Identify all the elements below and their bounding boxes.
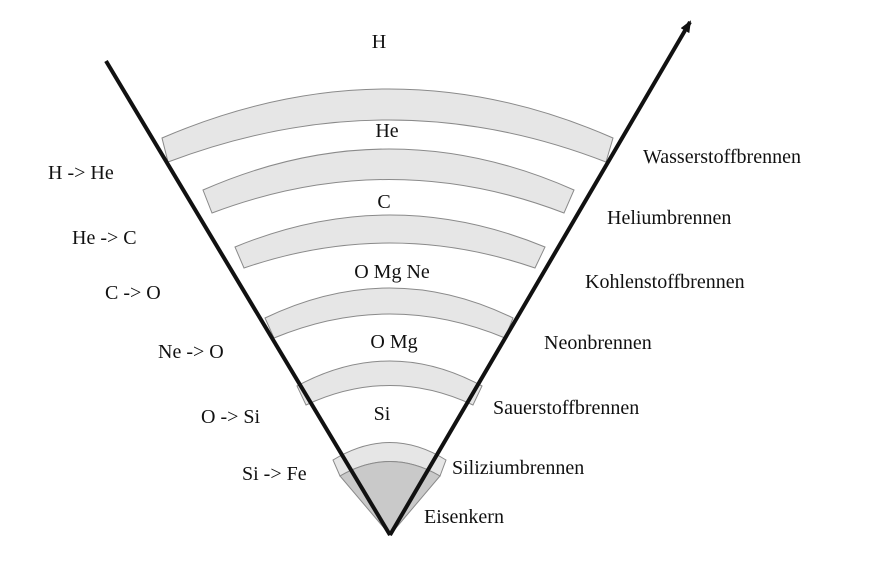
element-label-si: Si: [373, 403, 391, 425]
reaction-label-h-he: H -> He: [48, 162, 114, 184]
reaction-label-o-si: O -> Si: [201, 406, 261, 428]
burning-label-kohlenstoff: Kohlenstoffbrennen: [585, 271, 745, 293]
cone-right-edge-arrow: [388, 20, 692, 537]
element-label-he: He: [375, 120, 399, 142]
iron-core: [339, 461, 441, 536]
burning-label-sauerstoff: Sauerstoffbrennen: [493, 397, 640, 419]
element-label-c: C: [377, 191, 391, 213]
burning-label-helium: Heliumbrennen: [607, 207, 732, 229]
reaction-label-c-o: C -> O: [105, 282, 161, 304]
shell-band-oxygen-magnesium: [296, 360, 483, 406]
cone-left-edge: [104, 59, 392, 537]
shell-band-carbon: [234, 214, 546, 269]
core-label-eisenkern: Eisenkern: [424, 506, 504, 528]
reaction-label-si-fe: Si -> Fe: [242, 463, 307, 485]
burning-label-neon: Neonbrennen: [544, 332, 652, 354]
element-label-o-mg-ne: O Mg Ne: [354, 261, 430, 283]
element-label-o-mg: O Mg: [370, 331, 418, 353]
element-label-h: H: [371, 31, 387, 53]
reaction-label-ne-o: Ne -> O: [158, 341, 224, 363]
burning-label-wasserstoff: Wasserstoffbrennen: [643, 146, 801, 168]
burning-label-silizium: Siliziumbrennen: [452, 457, 585, 479]
reaction-label-he-c: He -> C: [72, 227, 137, 249]
shell-band-helium: [202, 148, 575, 214]
